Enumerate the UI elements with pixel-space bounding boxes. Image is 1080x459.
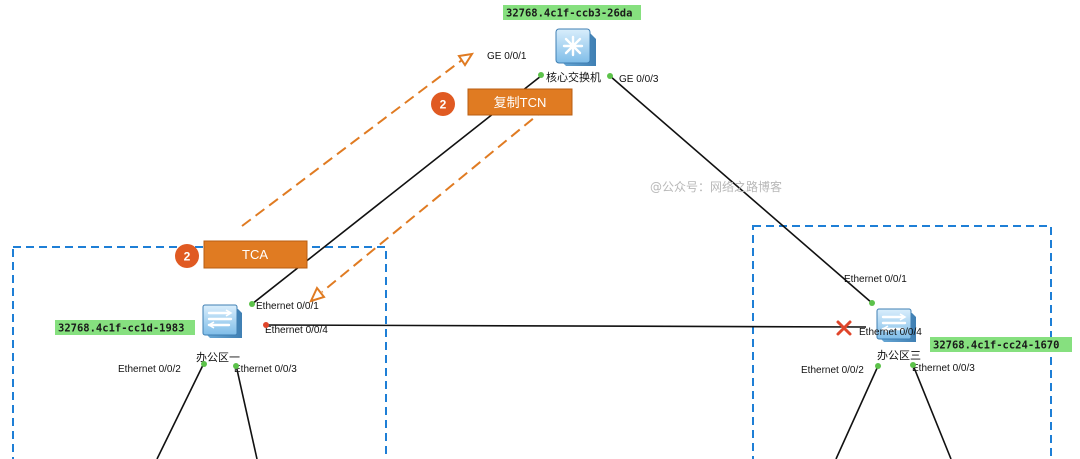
office1-port-down-right: Ethernet 0/0/3 bbox=[234, 364, 297, 375]
tca-arrow bbox=[241, 52, 475, 227]
message-box bbox=[203, 240, 308, 269]
office3-bridge-id: 32768.4c1f-cc24-1670 bbox=[933, 340, 1059, 352]
office1-zone-box bbox=[12, 246, 387, 459]
office3-name: 办公区三 bbox=[877, 349, 921, 362]
step-badge bbox=[175, 244, 199, 268]
office1-switch-icon bbox=[202, 304, 242, 338]
message-label: 复制TCN bbox=[494, 95, 547, 110]
step-number: 2 bbox=[440, 98, 447, 112]
office1-bridge-id: 32768.4c1f-cc1d-1983 bbox=[58, 323, 184, 335]
step-number: 2 bbox=[184, 250, 191, 264]
core-port-right: GE 0/0/3 bbox=[619, 74, 659, 85]
office1-side-port-dot bbox=[263, 322, 269, 328]
office1-port-down-left: Ethernet 0/0/2 bbox=[118, 364, 181, 375]
link-office1-office3 bbox=[265, 324, 867, 328]
core-switch-icon bbox=[555, 28, 596, 66]
watermark: @公众号：网络之路博客 bbox=[650, 179, 782, 194]
office3-port-down-right: Ethernet 0/0/3 bbox=[912, 363, 975, 374]
link-office1-down-right bbox=[235, 364, 258, 459]
message-tca: 2 TCA bbox=[175, 240, 308, 269]
core-bridge-id: 32768.4c1f-ccb3-26da bbox=[506, 8, 632, 20]
office1-name: 办公区一 bbox=[196, 351, 240, 364]
link-core-office3 bbox=[609, 75, 873, 304]
office3-port-up: Ethernet 0/0/1 bbox=[844, 274, 907, 285]
blocked-port-x-icon bbox=[836, 320, 852, 336]
port-dots bbox=[201, 72, 916, 369]
office3-port-side: Ethernet 0/0/4 bbox=[859, 327, 922, 338]
office3-bridge-id-bg bbox=[930, 337, 1072, 352]
step-badge bbox=[431, 92, 455, 116]
link-office3-down-left bbox=[835, 365, 879, 459]
message-tcn-copy: 2 复制TCN bbox=[431, 88, 573, 116]
office3-port-down-left: Ethernet 0/0/2 bbox=[801, 365, 864, 376]
link-office1-down-left bbox=[156, 362, 205, 459]
office1-port-up: Ethernet 0/0/1 bbox=[256, 301, 319, 312]
message-box bbox=[467, 88, 573, 116]
tcn-copy-arrow bbox=[309, 107, 547, 303]
link-office3-down-right bbox=[912, 364, 952, 459]
office1-bridge-id-bg bbox=[55, 320, 195, 335]
core-bridge-id-bg bbox=[503, 5, 641, 20]
core-switch-name: 核心交换机 bbox=[546, 70, 601, 84]
message-label: TCA bbox=[242, 247, 268, 262]
core-port-left: GE 0/0/1 bbox=[487, 51, 527, 62]
office3-switch-icon bbox=[876, 308, 916, 342]
office1-port-side: Ethernet 0/0/4 bbox=[265, 325, 328, 336]
